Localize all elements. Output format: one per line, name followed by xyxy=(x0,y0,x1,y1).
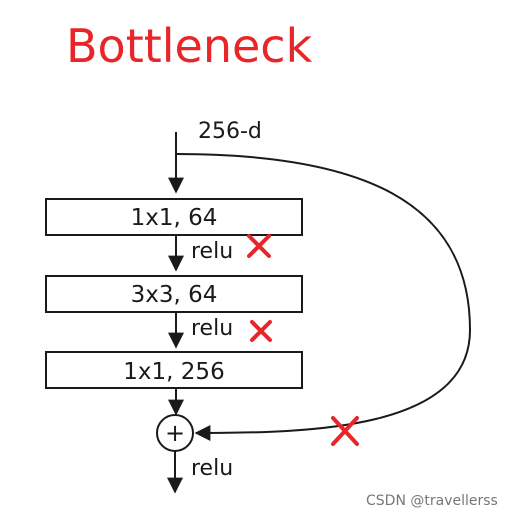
layer-label-2: 3x3, 64 xyxy=(131,282,218,308)
cross-mark-icon xyxy=(331,416,359,446)
layer-box-1 xyxy=(45,198,303,236)
layer-label-3: 1x1, 256 xyxy=(123,359,224,385)
diagram-title: Bottleneck xyxy=(66,19,313,73)
layer-label-1: 1x1, 64 xyxy=(131,205,218,231)
cross-mark-icon xyxy=(250,320,272,342)
activation-label-3: relu xyxy=(191,456,233,481)
skip-connection-curve xyxy=(175,153,472,441)
plus-circle-icon: + xyxy=(156,414,194,452)
layer-box-2 xyxy=(45,275,303,313)
watermark: CSDN @travellerss xyxy=(366,493,498,509)
activation-label-2: relu xyxy=(191,316,233,341)
activation-label-1: relu xyxy=(191,239,233,264)
input-dimension-label: 256-d xyxy=(198,119,262,144)
cross-mark-icon xyxy=(247,234,271,258)
add-symbol: + xyxy=(165,419,185,447)
layer-box-3 xyxy=(45,351,303,389)
